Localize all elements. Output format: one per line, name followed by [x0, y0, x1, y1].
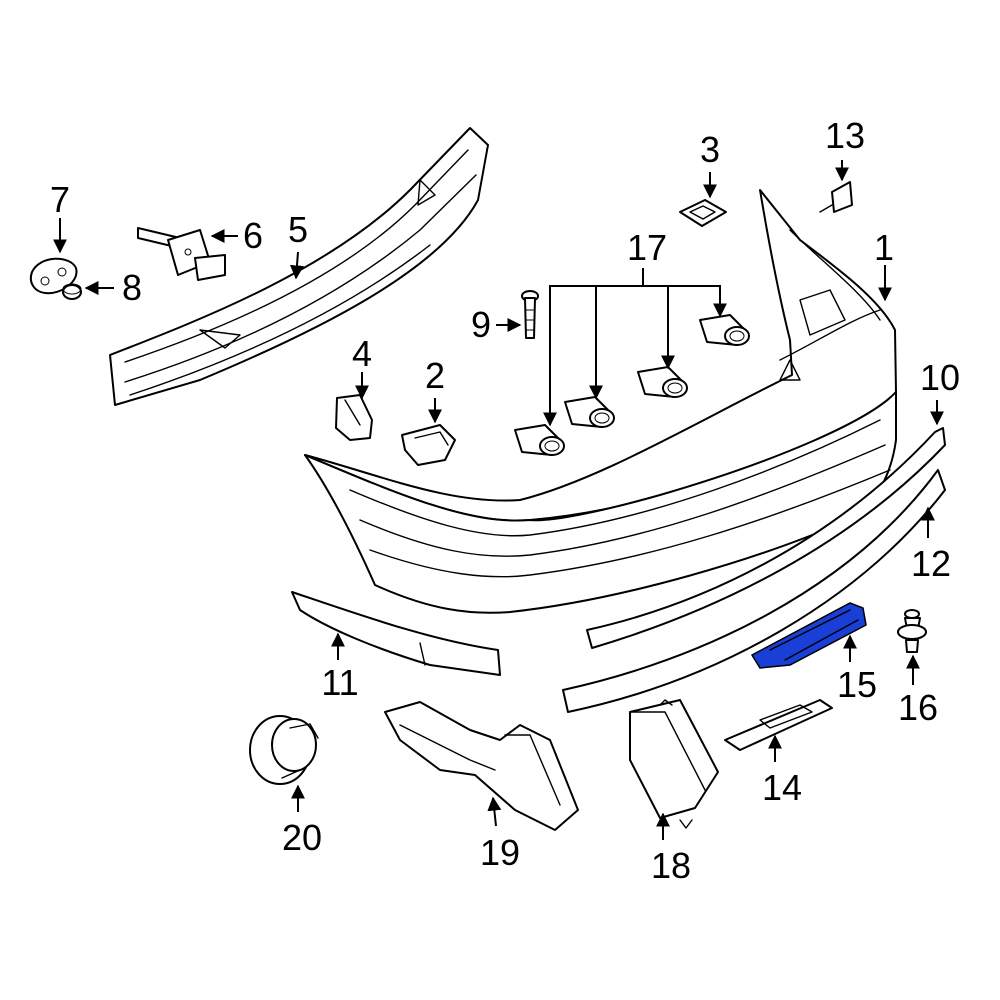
leader-arrow-5 — [289, 251, 304, 280]
screw-part[interactable] — [521, 290, 539, 339]
highlighted-bracket-body — [750, 602, 867, 669]
bracket-bolt-part[interactable] — [137, 227, 226, 281]
leader-lines — [53, 160, 944, 840]
callout-7: 7 — [50, 179, 70, 220]
callout-1: 1 — [874, 227, 894, 268]
upper-trim-strip-part[interactable] — [586, 427, 946, 649]
callout-8: 8 — [122, 267, 142, 308]
callout-4: 4 — [352, 333, 372, 374]
parking-sensor-part[interactable] — [637, 366, 688, 398]
clip-nut-part[interactable] — [679, 199, 727, 227]
callout-17: 17 — [627, 227, 667, 268]
bumper-cover-part[interactable] — [304, 189, 897, 614]
plug-part[interactable] — [62, 283, 82, 300]
highlighted-bracket-part[interactable] — [750, 602, 867, 669]
callout-9: 9 — [471, 304, 491, 345]
callout-12: 12 — [911, 543, 951, 584]
heat-shield-part[interactable] — [384, 701, 579, 831]
control-module-part[interactable] — [629, 699, 719, 829]
callout-19: 19 — [480, 832, 520, 873]
callout-18: 18 — [651, 845, 691, 886]
callout-14: 14 — [762, 767, 802, 808]
callout-2: 2 — [425, 355, 445, 396]
callout-3: 3 — [700, 129, 720, 170]
parking-sensor-part[interactable] — [699, 314, 750, 346]
callout-10: 10 — [920, 357, 960, 398]
parking-sensor-part[interactable] — [564, 396, 615, 428]
impact-bar-part[interactable] — [109, 127, 489, 406]
bracket-plate-part[interactable] — [724, 699, 833, 751]
callout-20: 20 — [282, 817, 322, 858]
leader-arrow-17d — [643, 285, 727, 318]
lower-trim-strip-part[interactable] — [562, 469, 946, 713]
callout-5: 5 — [288, 209, 308, 250]
callout-13: 13 — [825, 115, 865, 156]
callout-15: 15 — [837, 664, 877, 705]
callout-11: 11 — [321, 662, 358, 703]
callout-6: 6 — [243, 215, 263, 256]
mount-bracket-part[interactable] — [335, 394, 373, 441]
callout-16: 16 — [898, 687, 938, 728]
sensor-ring-part[interactable] — [249, 715, 319, 785]
callout-labels: 1 2 3 4 5 6 7 8 9 10 11 12 13 14 15 16 1… — [50, 115, 960, 886]
seal-part[interactable] — [819, 181, 853, 213]
push-rivet-part[interactable] — [897, 609, 927, 653]
parking-sensor-part[interactable] — [514, 424, 565, 456]
reflector-strip-part[interactable] — [291, 591, 501, 676]
guide-bracket-part[interactable] — [401, 424, 456, 466]
leader-arrow-19 — [487, 796, 502, 827]
